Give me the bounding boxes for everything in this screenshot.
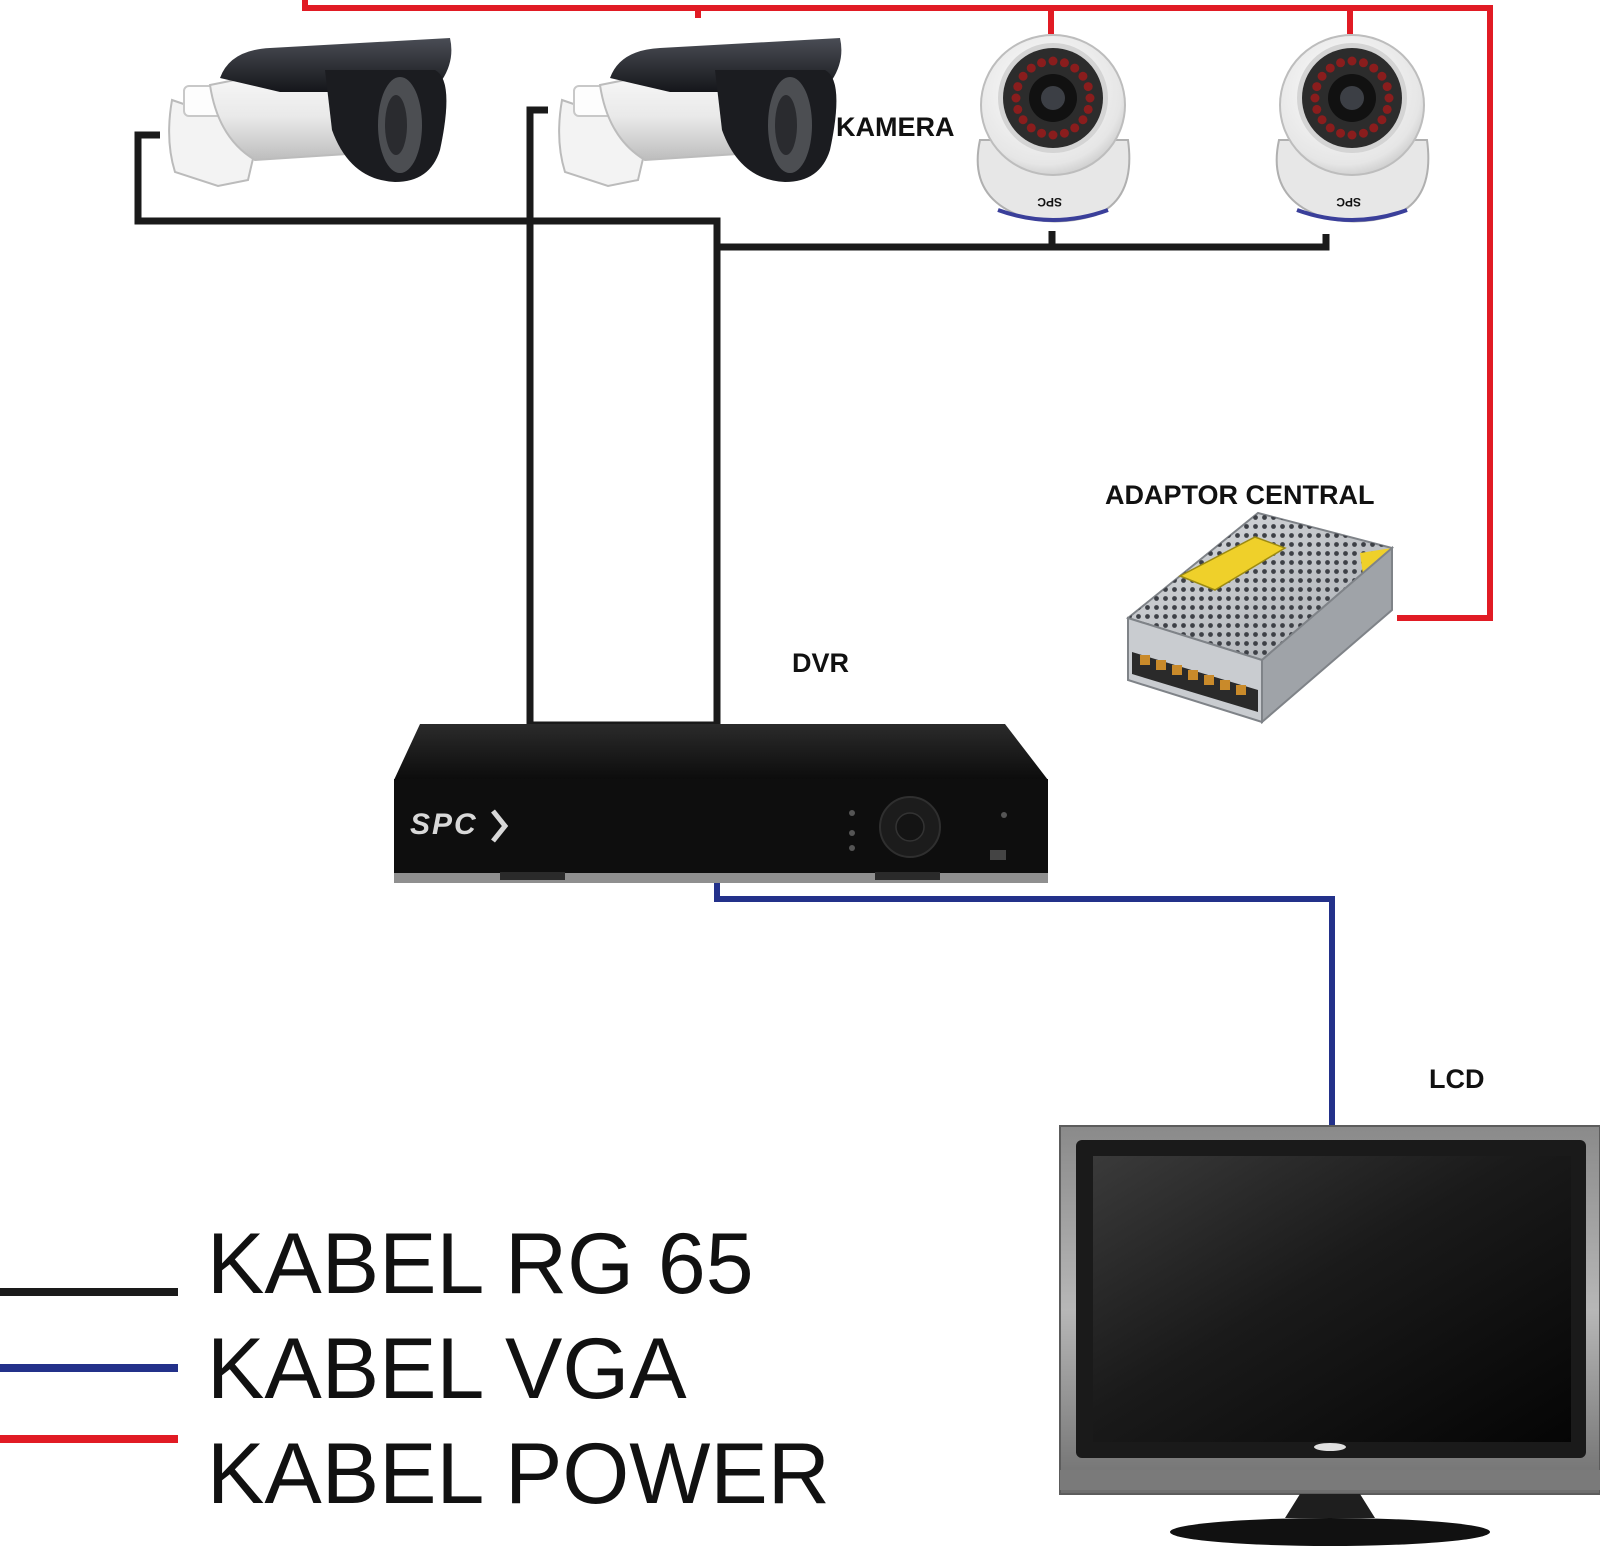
- ir-led: [1336, 58, 1346, 68]
- ir-led: [1078, 115, 1088, 125]
- ir-led: [1037, 128, 1047, 138]
- power-cable: [302, 0, 1493, 621]
- dvr-unit: SPC: [394, 724, 1048, 883]
- ir-led: [1026, 123, 1036, 133]
- dvr-label: DVR: [792, 648, 850, 678]
- ir-led: [1336, 128, 1346, 138]
- ir-led: [1059, 128, 1069, 138]
- ir-led: [1384, 93, 1394, 103]
- ir-led: [1048, 56, 1058, 66]
- ir-led: [1312, 104, 1322, 114]
- legend-label-vga: KABEL VGA: [207, 1321, 687, 1417]
- ir-led: [1037, 58, 1047, 68]
- ir-led: [1013, 104, 1023, 114]
- ir-led: [1369, 63, 1379, 73]
- ir-led: [1317, 115, 1327, 125]
- ir-led: [1347, 130, 1357, 140]
- central-power-adaptor: [1125, 511, 1395, 725]
- adaptor-central-label: ADAPTOR CENTRAL: [1105, 480, 1375, 510]
- svg-text:SPC: SPC: [1037, 195, 1062, 209]
- ir-led: [1317, 71, 1327, 81]
- ir-led: [1026, 63, 1036, 73]
- ir-led: [1377, 115, 1387, 125]
- ir-led: [1358, 58, 1368, 68]
- ir-led: [1083, 104, 1093, 114]
- lcd-monitor: [1059, 1125, 1600, 1546]
- legend-swatches: [0, 1288, 178, 1443]
- ir-led: [1078, 71, 1088, 81]
- ir-led: [1382, 82, 1392, 92]
- bullet-camera-1: [168, 38, 452, 188]
- ir-led: [1070, 123, 1080, 133]
- ir-led: [1382, 104, 1392, 114]
- ir-led: [1325, 123, 1335, 133]
- ir-led: [1369, 123, 1379, 133]
- ir-led: [1325, 63, 1335, 73]
- legend-label-rg65: KABEL RG 65: [207, 1216, 754, 1312]
- dome-camera-1: SPC: [976, 34, 1131, 223]
- ir-led: [1059, 58, 1069, 68]
- ir-led: [1048, 130, 1058, 140]
- ir-led: [1013, 82, 1023, 92]
- ir-led: [1070, 63, 1080, 73]
- ir-led: [1347, 56, 1357, 66]
- svg-text:SPC: SPC: [1336, 195, 1361, 209]
- ir-led: [1011, 93, 1021, 103]
- camera-label: KAMERA: [836, 112, 955, 142]
- dvr-brand-logo: SPC: [410, 808, 478, 841]
- dome-camera-2: SPC: [1275, 34, 1430, 223]
- ir-led: [1085, 93, 1095, 103]
- ir-led: [1310, 93, 1320, 103]
- ir-led: [1083, 82, 1093, 92]
- ir-led: [1358, 128, 1368, 138]
- vga-cable: [714, 878, 1335, 1126]
- ir-led: [1377, 71, 1387, 81]
- ir-led: [1312, 82, 1322, 92]
- ir-led: [1018, 115, 1028, 125]
- ir-led: [1018, 71, 1028, 81]
- legend-label-power: KABEL POWER: [207, 1426, 830, 1522]
- lcd-label: LCD: [1429, 1064, 1485, 1094]
- bullet-camera-2: [558, 38, 842, 188]
